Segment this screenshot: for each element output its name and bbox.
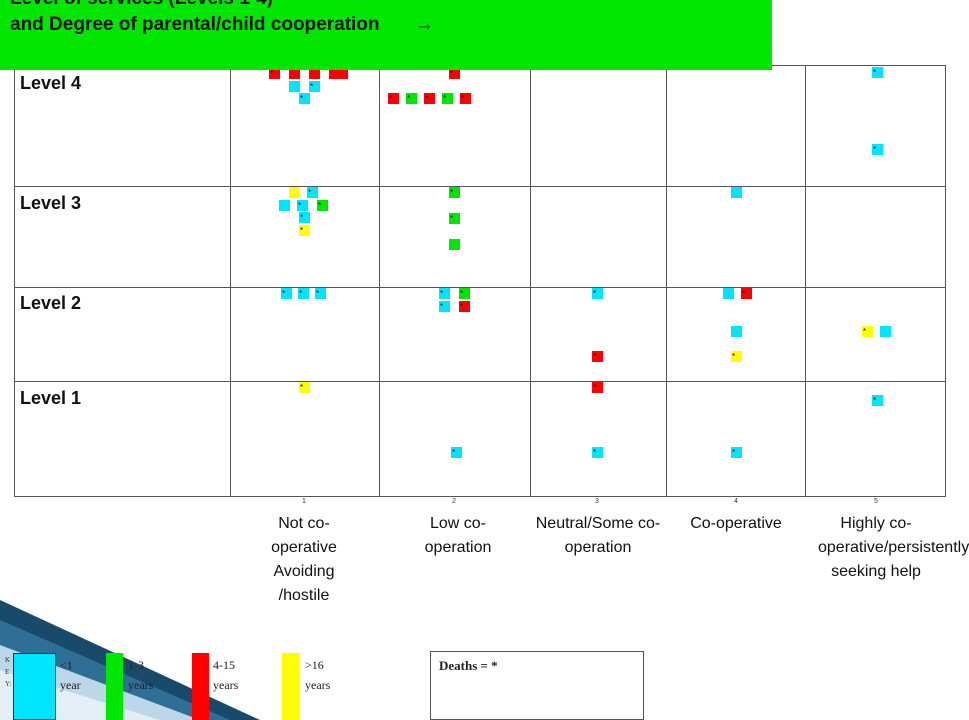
case-marker-death: * <box>862 326 873 337</box>
case-marker <box>289 187 300 198</box>
title-box: Level of services (Levels 1-4) and Degre… <box>0 0 772 70</box>
column-number: 2 <box>452 498 456 505</box>
grid-divider <box>805 65 806 497</box>
case-marker <box>289 81 300 92</box>
title-line-1: Level of services (Levels 1-4) <box>10 0 273 10</box>
level-cooperation-grid <box>14 65 946 497</box>
case-marker-death: * <box>315 288 326 299</box>
grid-divider <box>14 381 946 382</box>
case-marker-death: * <box>317 200 328 211</box>
row-label-level-4: Level 4 <box>20 73 82 93</box>
case-marker-death: * <box>449 68 460 79</box>
deaths-legend-label: Deaths = * <box>439 658 498 673</box>
case-marker-death: * <box>459 301 470 312</box>
case-marker-death: * <box>281 288 292 299</box>
case-marker-death: * <box>406 93 417 104</box>
case-marker-death: * <box>439 301 450 312</box>
column-label-not-cooperative: Not co-operative Avoiding /hostile <box>271 515 337 604</box>
case-marker-death: * <box>297 200 308 211</box>
case-marker-death: * <box>451 447 462 458</box>
case-marker-death: * <box>731 447 742 458</box>
key-label-over-16-years: >16 years <box>305 658 331 692</box>
case-marker <box>731 187 742 198</box>
case-marker-death: * <box>299 93 310 104</box>
case-marker-death: * <box>592 351 603 362</box>
case-marker-death: * <box>424 93 435 104</box>
case-marker-death: * <box>299 382 310 393</box>
case-marker-death: * <box>731 351 742 362</box>
case-marker-death: * <box>449 213 460 224</box>
case-marker-death: * <box>872 395 883 406</box>
case-marker-death: * <box>307 187 318 198</box>
column-number: 3 <box>595 498 599 505</box>
key-label-under-1-year: <1 year <box>60 658 81 692</box>
title-line-2: and Degree of parental/child cooperation… <box>10 14 434 36</box>
key-swatch-yellow <box>282 653 299 720</box>
case-marker-death: * <box>299 212 310 223</box>
case-marker-death: * <box>309 81 320 92</box>
grid-divider <box>14 186 946 187</box>
case-marker-death: * <box>388 93 399 104</box>
case-marker <box>731 326 742 337</box>
case-marker-death: * <box>460 93 471 104</box>
case-marker-death: * <box>592 447 603 458</box>
grid-divider <box>14 287 946 288</box>
key-label-4-15-years: 4-15 years <box>213 658 239 692</box>
case-marker <box>279 200 290 211</box>
column-number: 4 <box>734 498 738 505</box>
case-marker <box>329 68 340 79</box>
grid-divider <box>230 65 231 497</box>
grid-divider <box>530 65 531 497</box>
case-marker-death: * <box>872 144 883 155</box>
deaths-legend-box: Deaths = * <box>430 651 644 720</box>
right-arrow-icon: → <box>414 14 434 35</box>
case-marker <box>723 288 734 299</box>
case-marker-death: * <box>592 382 603 393</box>
key-swatch-green <box>106 653 123 720</box>
column-number: 5 <box>874 498 878 505</box>
case-marker-death: * <box>592 288 603 299</box>
case-marker-death: * <box>741 288 752 299</box>
column-label-low-cooperation: Low co-operation <box>424 515 492 556</box>
case-marker-death: * <box>449 187 460 198</box>
column-number: 1 <box>302 498 306 505</box>
column-label-neutral: Neutral/Some co-operation <box>535 515 661 556</box>
case-marker-death: * <box>872 67 883 78</box>
case-marker-death: * <box>442 93 453 104</box>
case-marker <box>309 68 320 79</box>
case-marker-death: * <box>269 68 280 79</box>
case-marker-death: * <box>459 288 470 299</box>
row-label-level-3: Level 3 <box>20 193 82 213</box>
column-label-highly-cooperative: Highly co-operative/persistently seeking… <box>818 515 969 580</box>
grid-divider <box>379 65 380 497</box>
row-label-level-2: Level 2 <box>20 293 82 313</box>
case-marker <box>449 239 460 250</box>
key-label-1-3-years: 1-3 years <box>128 658 154 692</box>
key-label: KEY: <box>5 656 12 688</box>
case-marker <box>337 68 348 79</box>
title-line-2-text: and Degree of parental/child cooperation <box>10 14 380 35</box>
grid-divider <box>666 65 667 497</box>
case-marker-death: * <box>298 288 309 299</box>
case-marker <box>880 326 891 337</box>
key-swatch-red <box>192 653 209 720</box>
key-swatch-cyan <box>13 653 56 720</box>
row-label-level-1: Level 1 <box>20 388 82 408</box>
case-marker <box>289 68 300 79</box>
column-label-cooperative: Co-operative <box>690 515 782 532</box>
case-marker-death: * <box>299 225 310 236</box>
case-marker-death: * <box>439 288 450 299</box>
